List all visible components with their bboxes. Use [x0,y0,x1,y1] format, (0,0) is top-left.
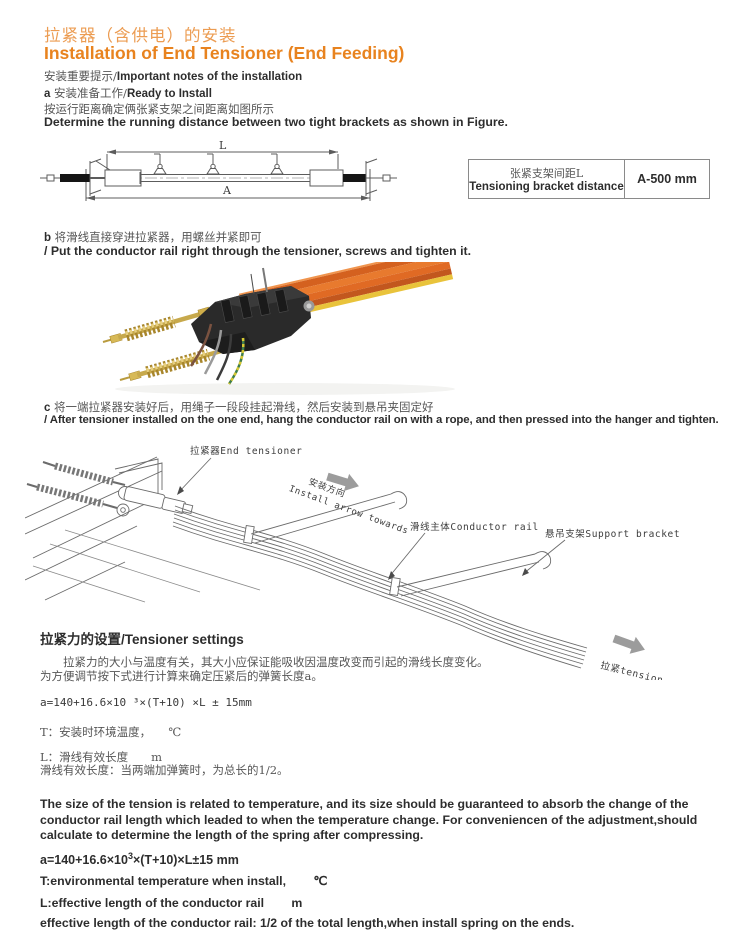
t-definition-cn: T：安装时环境温度， ℃ [40,725,182,739]
settings-para-cn-2: 为方便调节按下式进行计算来确定压紧后的弹簧长度a。 [40,669,323,683]
settings-heading-cn: 拉紧力的设置/ [40,632,125,647]
label-install-en: Install arrow towards [287,484,409,537]
step-b-line: b 将滑线直接穿进拉紧器，用螺丝并紧即可 [44,229,262,245]
tensioner-photo [102,262,455,395]
step-a-head-cn: 安装准备工作/ [50,86,127,100]
hanger-clamp [206,153,220,175]
bracket-distance-diagram: L A [40,139,397,201]
step-c-text-en: / After tensioner installed on the one e… [44,414,719,426]
formula-en-pre: a=140+16.6×10 [40,853,128,868]
settings-para-en: The size of the tension is related to te… [40,797,698,842]
formula-en: a=140+16.6×103×(T+10)×L±15 mm [40,851,239,867]
step-a-desc-cn: 按运行距离确定俩张紧支架之间距离如图所示 [44,102,274,116]
settings-para-cn-1: 拉紧力的大小与温度有关，其大小应保证能吸收因温度改变而引起的滑线长度变化。 [40,655,489,669]
label-conductor-rail: 滑线主体Conductor rail [410,521,539,533]
l-note-cn: 滑线有效长度：当两端加弹簧时，为总长的1/2。 [40,763,289,777]
l-definition-cn: L：滑线有效长度 m [40,750,163,764]
step-a-label: a [44,88,51,100]
label-end-tensioner: 拉紧器End tensioner [190,445,302,457]
page-title-en: Installation of End Tensioner (End Feedi… [44,43,405,63]
t-definition-en: T:environmental temperature when install… [40,874,328,888]
step-a-line: a 安装准备工作/Ready to Install [44,85,212,101]
dim-label-inner: L [219,139,227,152]
page-title-cn: 拉紧器（含供电）的安装 [44,26,237,45]
settings-heading: 拉紧力的设置/Tensioner settings [40,628,244,648]
step-b-label: b [44,232,52,244]
step-c-label: c [44,402,51,414]
hanger-clamp [270,153,284,175]
step-c-line: c 将一端拉紧器安装好后，用绳子一段段挂起滑线，然后安装到悬吊夹固定好 [44,399,434,415]
spacing-table-label-cell: 张紧支架间距L Tensioning bracket distance [469,160,625,198]
important-notes-cn: 安装重要提示/ [44,69,117,83]
formula-cn: a=140+16.6×10 ³×(T+10) ×L ± 15mm [40,696,252,709]
installation-diagram: 拉紧器End tensioner 滑线主体Conductor rail 悬吊支架… [25,445,680,680]
formula-en-exponent: 3 [127,851,133,861]
feed-wires [189,323,245,385]
dim-label-outer: A [222,184,232,197]
step-c-text-cn: 将一端拉紧器安装好后，用绳子一段段挂起滑线，然后安装到悬吊夹固定好 [50,400,434,414]
important-notes-line: 安装重要提示/Important notes of the installati… [44,68,302,84]
l-note-en: effective length of the conductor rail: … [40,916,575,930]
spacing-table-value: A-500 mm [637,172,697,186]
spacing-table: 张紧支架间距L Tensioning bracket distance A-50… [468,159,710,199]
label-support-bracket: 悬吊支架Support bracket [545,528,680,540]
important-notes-en: Important notes of the installation [116,71,303,83]
step-b-text-en: / Put the conductor rail right through t… [44,244,472,258]
step-b-text-cn: 将滑线直接穿进拉紧器，用螺丝并紧即可 [51,230,262,244]
spacing-table-label-en: Tensioning bracket distance [469,181,624,193]
step-a-desc-en: Determine the running distance between t… [44,115,508,129]
install-direction-arrow-icon [326,472,359,492]
set-pin [262,267,268,293]
settings-heading-en: Tensioner settings [124,632,244,647]
label-tension: 拉紧tension [599,659,664,680]
l-definition-en: L:effective length of the conductor rail… [40,896,303,910]
formula-en-post: ×(T+10)×L±15 mm [132,853,239,868]
spacing-table-label-cn: 张紧支架间距L [509,167,584,180]
step-a-head-en: Ready to Install [126,88,212,100]
hanger-clamp [153,153,167,175]
tension-arrow-icon [612,634,645,654]
